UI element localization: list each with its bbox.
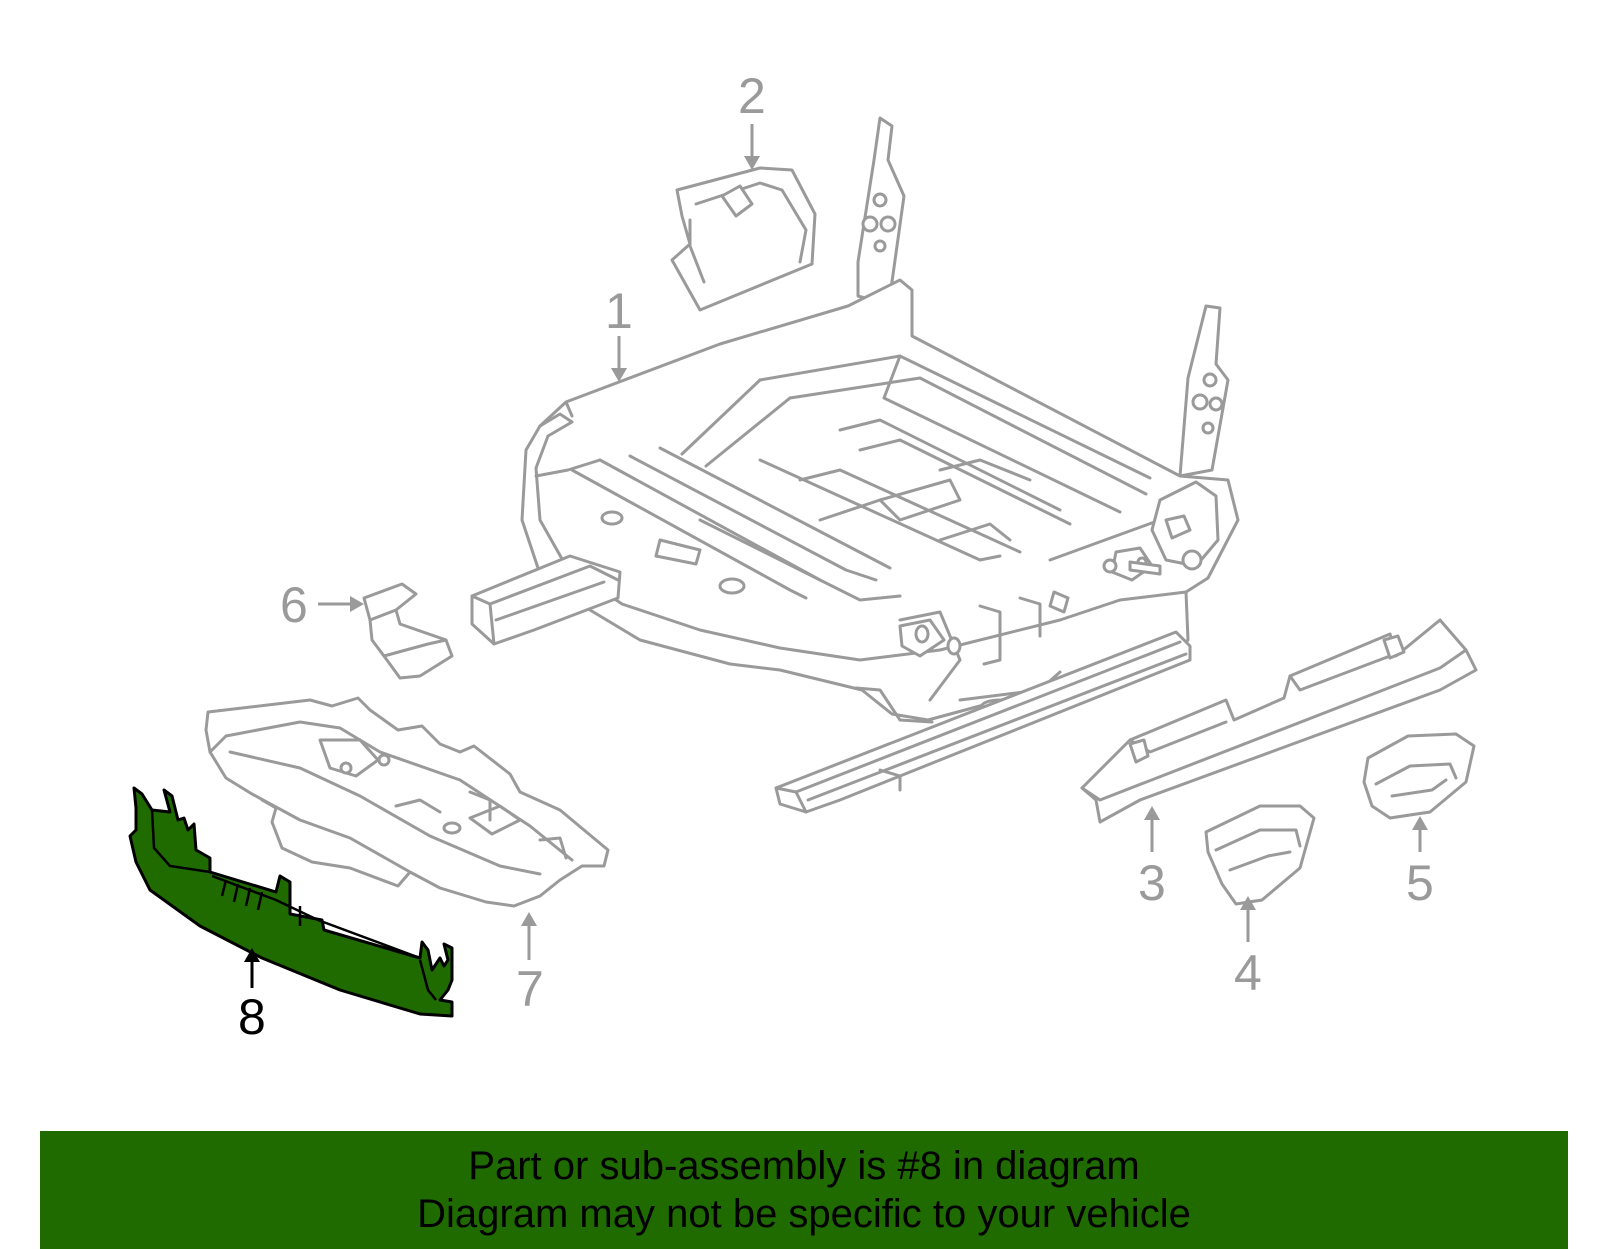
callout-8: 8 xyxy=(238,989,266,1045)
banner-line-disclaimer: Diagram may not be specific to your vehi… xyxy=(417,1192,1191,1236)
callout-1: 1 xyxy=(605,283,633,339)
callout-5: 5 xyxy=(1406,855,1434,911)
part-1-right-rail[interactable] xyxy=(774,630,1192,814)
part-1-seat-frame[interactable] xyxy=(520,116,1240,724)
info-banner: Part or sub-assembly is #8 in diagram Di… xyxy=(40,1131,1568,1249)
part-8-trim-highlighted[interactable] xyxy=(128,786,454,1018)
callout-3: 3 xyxy=(1138,855,1166,911)
callout-arrows xyxy=(244,124,1428,988)
part-3-rail-cover[interactable] xyxy=(1080,618,1478,824)
part-4-cap[interactable] xyxy=(1204,804,1316,906)
callout-6: 6 xyxy=(280,577,308,633)
callout-4: 4 xyxy=(1234,945,1262,1001)
parts-diagram: 2 1 6 7 3 4 5 8 xyxy=(128,68,1478,1045)
part-5-cap[interactable] xyxy=(1362,732,1476,820)
callout-2: 2 xyxy=(738,68,766,124)
callout-7: 7 xyxy=(516,961,544,1017)
banner-line-part-info: Part or sub-assembly is #8 in diagram xyxy=(468,1144,1140,1188)
part-6-clip[interactable] xyxy=(362,582,454,680)
part-8-body[interactable] xyxy=(128,786,454,1018)
part-1-left-rail[interactable] xyxy=(470,554,622,646)
part-2-bracket[interactable] xyxy=(670,166,817,312)
part-7-shield[interactable] xyxy=(204,696,610,908)
